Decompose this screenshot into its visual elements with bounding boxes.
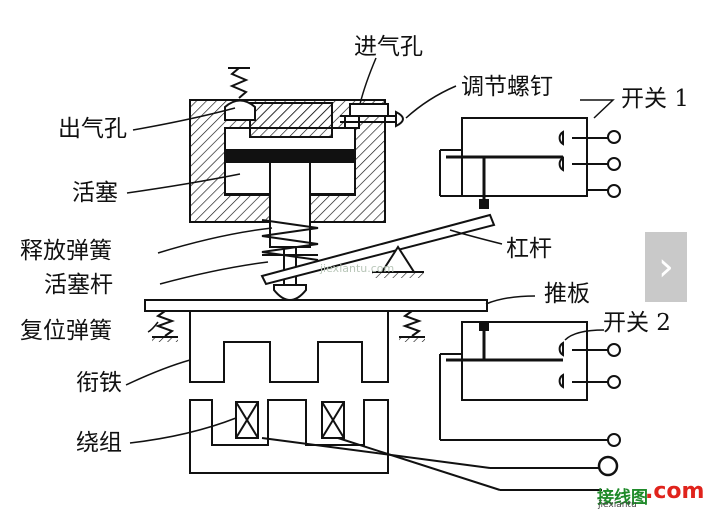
lever: [260, 213, 496, 286]
label-piston-rod: 活塞杆: [44, 272, 113, 298]
top-spring: [228, 67, 250, 99]
label-outlet: 出气孔: [58, 116, 127, 142]
next-slide-button[interactable]: ›: [645, 232, 687, 302]
label-inlet: 进气孔: [354, 34, 423, 60]
reset-spring-right: [399, 310, 425, 342]
watermark-dotcom: .com: [645, 479, 705, 504]
chevron-right-icon: ›: [658, 244, 674, 290]
label-armature: 衔铁: [76, 370, 122, 396]
label-adjust-screw: 调节螺钉: [461, 74, 553, 100]
watermark-brand: 接线图: [597, 488, 648, 508]
label-release-spring: 释放弹簧: [20, 238, 112, 264]
core: [189, 399, 389, 474]
watermark-domain: jiexiantu: [598, 500, 637, 510]
label-reset-spring: 复位弹簧: [20, 318, 112, 344]
release-spring: [261, 219, 319, 261]
label-lever: 杠杆: [506, 236, 552, 262]
label-switch-1: 开关 1: [621, 86, 689, 112]
leader-lines: [125, 57, 615, 444]
label-switch-2: 开关 2: [603, 310, 671, 336]
adjust-screw: [340, 110, 404, 128]
reset-spring-left: [152, 310, 178, 342]
winding-leads: [261, 437, 619, 491]
label-winding: 绕组: [76, 430, 122, 456]
watermark-faint: jiexiantu.com: [320, 262, 395, 275]
label-piston: 活塞: [72, 180, 118, 206]
switch-2: [439, 321, 621, 447]
label-push-plate: 推板: [544, 281, 590, 307]
winding-coil-right: [321, 401, 345, 439]
armature: [189, 310, 389, 383]
switch-1: [439, 117, 621, 209]
winding-coil-left: [235, 401, 259, 439]
push-plate: [144, 299, 488, 312]
